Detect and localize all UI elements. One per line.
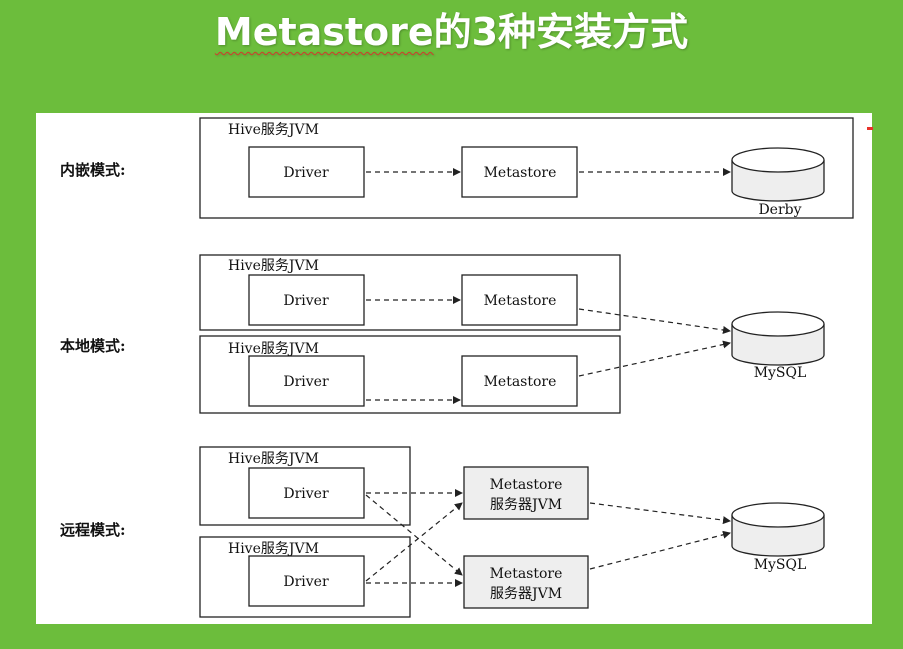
metastore-diagram: 内嵌模式: Hive服务JVM Driver Metastore Derby 本… <box>60 117 854 618</box>
embedded-mode: 内嵌模式: Hive服务JVM Driver Metastore Derby <box>60 117 854 219</box>
remote-jvm2-box <box>199 536 411 618</box>
remote-server2-to-mysql-arrow <box>589 530 731 570</box>
derby-database-icon <box>731 147 825 202</box>
diagram-canvas: 内嵌模式: Hive服务JVM Driver Metastore Derby 本… <box>36 113 872 624</box>
remote-driver1-box <box>248 467 365 519</box>
local-metastore2-arrow <box>578 340 731 377</box>
local-mode-label: 本地模式: <box>60 337 126 355</box>
local-jvm2-label: Hive服务JVM <box>228 341 319 357</box>
remote-mode: 远程模式: Hive服务JVM Driver Hive服务JVM Driver … <box>60 446 825 618</box>
derby-database-label: Derby <box>758 202 801 218</box>
remote-driver2-box <box>248 555 365 607</box>
embedded-metastore-label: Metastore <box>484 165 557 181</box>
slide-title: Metastore的3种安装方式 <box>0 4 903 60</box>
local-metastore2-box <box>461 355 578 407</box>
remote-server2-line2: 服务器JVM <box>490 586 562 602</box>
remote-mode-label: 远程模式: <box>60 521 126 539</box>
red-marker <box>867 127 873 130</box>
slide-title-metastore: Metastore <box>214 10 434 54</box>
local-driver2-box <box>248 355 365 407</box>
local-metastore1-arrow <box>578 308 731 334</box>
remote-driver1-label: Driver <box>283 486 329 502</box>
remote-server1-line1: Metastore <box>490 477 563 493</box>
remote-driver2-label: Driver <box>283 574 329 590</box>
embedded-driver-box <box>248 146 365 198</box>
local-jvm2-box <box>199 335 621 414</box>
embedded-jvm-label: Hive服务JVM <box>228 122 319 138</box>
remote-mysql-database-icon <box>731 502 825 557</box>
local-mysql-label: MySQL <box>754 365 807 381</box>
local-driver1-label: Driver <box>283 293 329 309</box>
remote-jvm1-box <box>199 446 411 526</box>
remote-metastore-server1-box <box>463 466 589 520</box>
local-metastore2-label: Metastore <box>484 374 557 390</box>
local-jvm1-label: Hive服务JVM <box>228 258 319 274</box>
remote-driver1-to-server2-arrow <box>365 494 463 576</box>
local-jvm1-box <box>199 254 621 331</box>
remote-server1-to-mysql-arrow <box>589 502 731 525</box>
local-metastore1-label: Metastore <box>484 293 557 309</box>
local-driver1-box <box>248 274 365 326</box>
embedded-driver-label: Driver <box>283 165 329 181</box>
local-driver2-label: Driver <box>283 374 329 390</box>
remote-server2-line1: Metastore <box>490 566 563 582</box>
remote-jvm1-label: Hive服务JVM <box>228 451 319 467</box>
remote-metastore-server2-box <box>463 555 589 609</box>
remote-mysql-label: MySQL <box>754 557 807 573</box>
embedded-metastore-box <box>461 146 578 198</box>
local-metastore1-box <box>461 274 578 326</box>
remote-driver2-to-server1-arrow <box>365 502 463 582</box>
local-mode: 本地模式: Hive服务JVM Driver Metastore Hive服务J… <box>60 254 825 414</box>
remote-jvm2-label: Hive服务JVM <box>228 541 319 557</box>
slide-title-suffix: 的3种安装方式 <box>433 10 689 54</box>
remote-server1-line2: 服务器JVM <box>490 497 562 513</box>
embedded-jvm-box <box>199 117 854 219</box>
embedded-mode-label: 内嵌模式: <box>60 161 126 179</box>
local-mysql-database-icon <box>731 311 825 366</box>
